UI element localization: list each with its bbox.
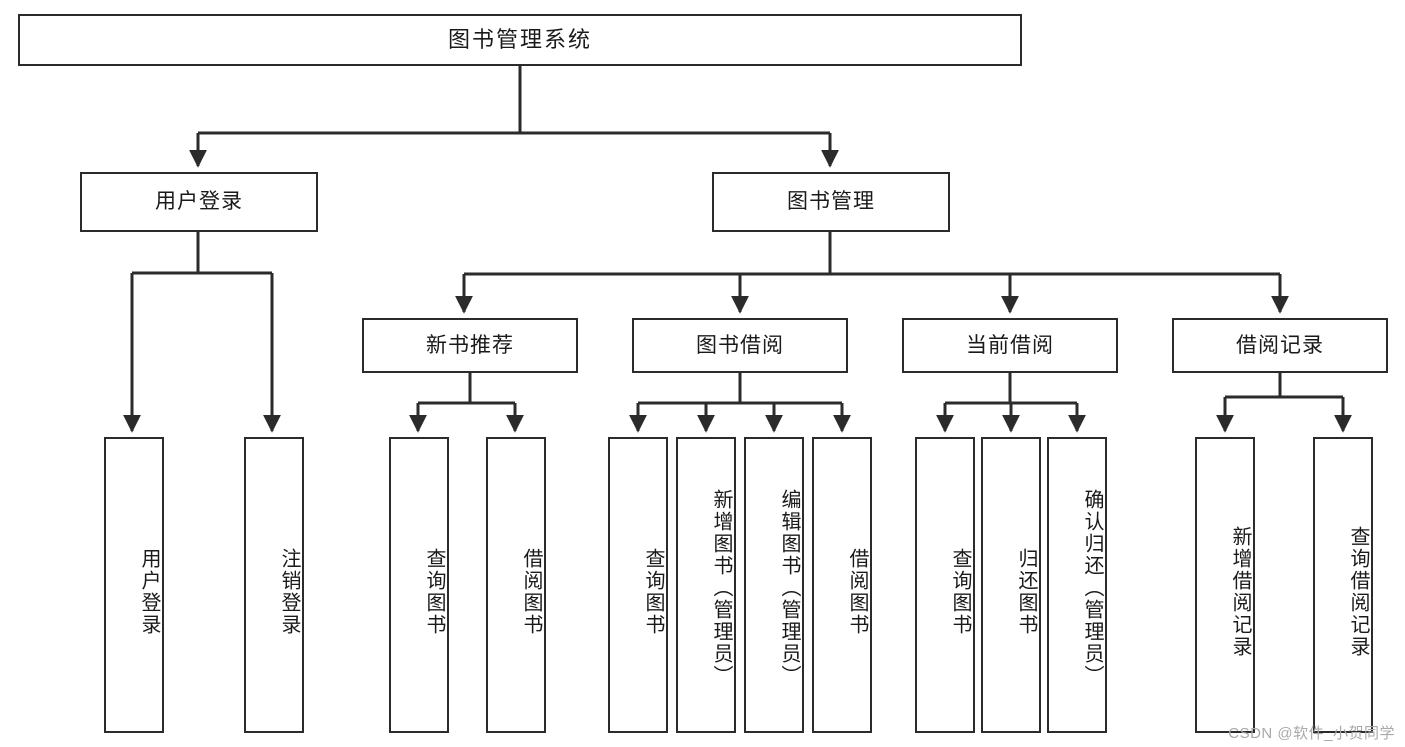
leaf-return-book[interactable]: 归还图书 [981,437,1041,733]
leaf-query-book-cb[interactable]: 查询图书 [915,437,975,733]
leaf-logout[interactable]: 注销登录 [244,437,304,733]
leaf-confirm-return-admin[interactable]: 确认归还（管理员） [1047,437,1107,733]
leaf-query-book-bb[interactable]: 查询图书 [608,437,668,733]
leaf-add-borrow-record[interactable]: 新增借阅记录 [1195,437,1255,733]
node-book-borrow[interactable]: 图书借阅 [632,318,848,373]
leaf-add-book-admin[interactable]: 新增图书（管理员） [676,437,736,733]
node-borrow-record[interactable]: 借阅记录 [1172,318,1388,373]
leaf-edit-book-admin[interactable]: 编辑图书（管理员） [744,437,804,733]
node-book-management[interactable]: 图书管理 [712,172,950,232]
node-root-system[interactable]: 图书管理系统 [18,14,1022,66]
leaf-borrow-book-bb[interactable]: 借阅图书 [812,437,872,733]
leaf-user-login[interactable]: 用户登录 [104,437,164,733]
leaf-query-book-nbr[interactable]: 查询图书 [389,437,449,733]
node-new-book-recommend[interactable]: 新书推荐 [362,318,578,373]
node-user-login[interactable]: 用户登录 [80,172,318,232]
leaf-borrow-book-nbr[interactable]: 借阅图书 [486,437,546,733]
leaf-query-borrow-record[interactable]: 查询借阅记录 [1313,437,1373,733]
node-current-borrow[interactable]: 当前借阅 [902,318,1118,373]
